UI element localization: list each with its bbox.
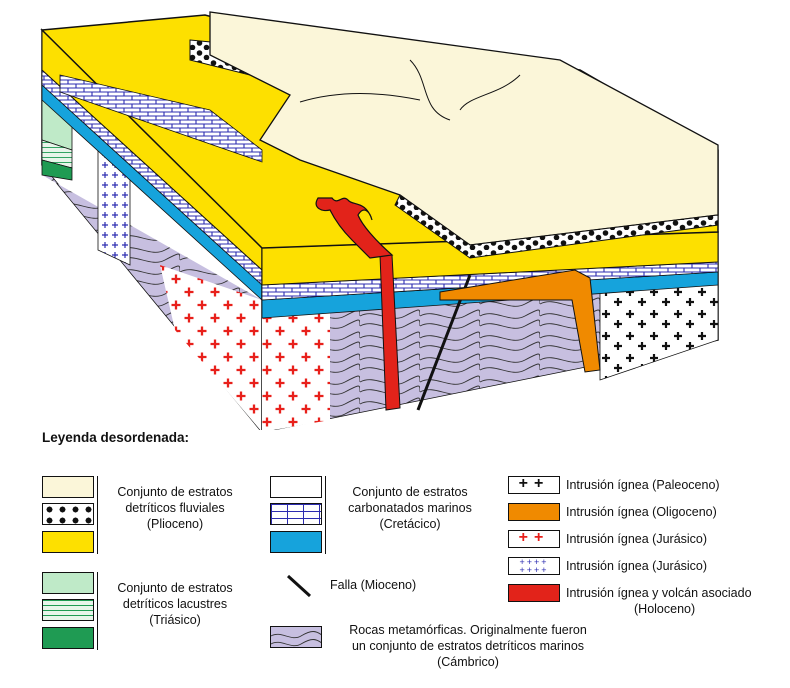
top-dotted-edge — [394, 194, 719, 259]
swatch-triassic-dark — [42, 627, 94, 649]
volcano-branch — [315, 197, 394, 259]
swatch-cretaceous-white — [270, 476, 322, 498]
legend-holocene-age: (Holoceno) — [634, 602, 696, 616]
swatch-paleocene: ++ — [508, 476, 560, 494]
oligocene-intrusion — [439, 269, 601, 373]
swatch-oligocene — [508, 503, 560, 521]
front-jurassic-intrusion — [262, 296, 330, 430]
legend-cretaceous-text: Conjunto de estratos carbonatados marino… — [348, 485, 472, 531]
swatch-cretaceous-blue — [270, 531, 322, 553]
left-jurassic-intrusion — [160, 265, 262, 430]
swatch-jurassic-blue: ++++++++ — [508, 557, 560, 575]
swatch-jurassic-red: ++ — [508, 530, 560, 548]
swatch-metamorphic — [270, 626, 322, 648]
swatch-fault — [286, 574, 312, 598]
legend-jurassic-blue: Intrusión ígnea (Jurásico) — [566, 559, 708, 573]
legend-holocene: Intrusión ígnea y volcán asociado — [566, 586, 752, 600]
legend-fault: Falla (Mioceno) — [330, 578, 417, 592]
top-cretaceous-band — [59, 74, 263, 163]
legend-paleocene: Intrusión ígnea (Paleoceno) — [566, 478, 720, 492]
swatch-holocene — [508, 584, 560, 602]
swatch-triassic-lined — [42, 599, 94, 621]
top-surface — [40, 11, 719, 259]
block-diagram — [40, 11, 719, 430]
front-face — [261, 231, 719, 430]
bracket-triassic — [97, 572, 98, 650]
bracket-pliocene — [97, 476, 98, 554]
legend-triassic-text: Conjunto de estratos detríticos lacustre… — [117, 581, 233, 627]
bracket-cretaceous — [325, 476, 326, 554]
legend-metamorphic-text: Rocas metamórficas. Originalmente fueron… — [349, 623, 587, 669]
left-triassic-dark — [41, 159, 73, 181]
legend-title: Leyenda desordenada: — [42, 430, 190, 445]
legend-jurassic-red: Intrusión ígnea (Jurásico) — [566, 532, 708, 546]
legend-pliocene-text: Conjunto de estratos detríticos fluviale… — [117, 485, 233, 531]
river-channel — [299, 59, 521, 121]
legend-oligocene: Intrusión ígnea (Oligoceno) — [566, 505, 717, 519]
swatch-pliocene-dots — [42, 503, 94, 525]
swatch-cretaceous-brick — [270, 503, 322, 525]
swatch-pliocene-top — [42, 476, 94, 498]
swatch-triassic-light — [42, 572, 94, 594]
swatch-pliocene-yellow — [42, 531, 94, 553]
